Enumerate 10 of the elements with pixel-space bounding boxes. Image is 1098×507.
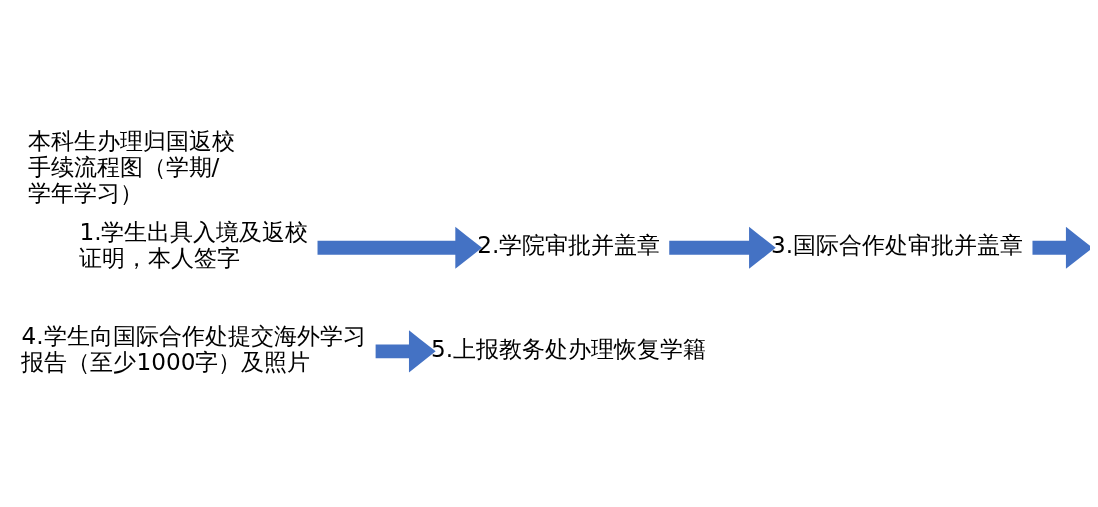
node-text: 3.国际合作处审批并盖章 xyxy=(770,230,1024,258)
arrow xyxy=(375,329,436,372)
arrow xyxy=(1032,226,1090,269)
node-text: 2.学院审批并盖章 xyxy=(477,230,661,258)
diagram-title: 本科生办理归国返校手续流程图（学期/学年学习） xyxy=(27,126,235,206)
node-text: 1.学生出具入境及返校证明，本人签字 xyxy=(79,217,309,271)
arrow xyxy=(317,226,482,269)
node-text: 4.学生向国际合作处提交海外学习报告（至少1000字）及照片 xyxy=(21,321,366,375)
arrow xyxy=(669,226,776,269)
node-text: 5.上报教务处办理恢复学籍 xyxy=(430,334,707,362)
